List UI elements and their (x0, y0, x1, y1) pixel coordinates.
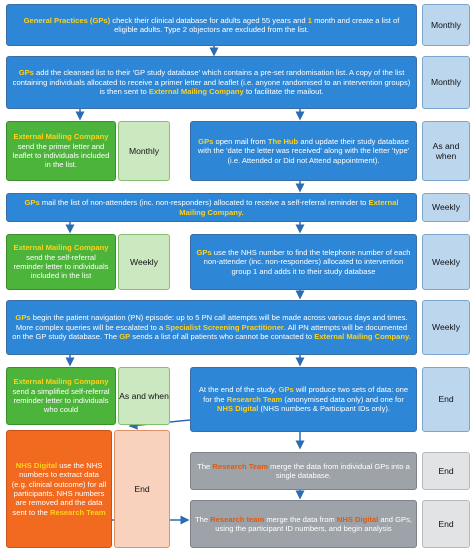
step-research-merge-gp-data: The Research Team merge the data from in… (190, 452, 417, 490)
frequency-step-8-right: End (422, 452, 470, 490)
frequency-step-7-left: As and when (118, 367, 170, 425)
frequency-step-5-right: Weekly (422, 234, 470, 290)
frequency-step-6: Weekly (422, 300, 470, 355)
step-gp-open-mail: GPs open mail from The Hub and update th… (190, 121, 417, 181)
frequency-step-7-right: End (422, 367, 470, 432)
frequency-step-9-right: End (422, 500, 470, 548)
step-research-merge-nhs-data: The Research team merge the data from NH… (190, 500, 417, 548)
step-gp-patient-navigation: GPs begin the patient navigation (PN) ep… (6, 300, 417, 355)
step-gp-check-database: General Practices (GPs) check their clin… (6, 4, 417, 46)
step-gp-mail-non-attenders: GPs mail the list of non-attenders (inc.… (6, 193, 417, 222)
step-nhs-digital-extract: NHS Digital use the NHS numbers to extra… (6, 430, 112, 548)
step-mailing-simplified-reminder: External Mailing Company send a simplifi… (6, 367, 116, 425)
step-gp-add-list: GPs add the cleansed list to their 'GP s… (6, 56, 417, 109)
frequency-step-2: Monthly (422, 56, 470, 109)
step-gp-produce-datasets: At the end of the study, GPs will produc… (190, 367, 417, 432)
frequency-step-3-left: Monthly (118, 121, 170, 181)
frequency-step-4: Weekly (422, 193, 470, 222)
frequency-step-1: Monthly (422, 4, 470, 46)
frequency-step-5-left: Weekly (118, 234, 170, 290)
step-mailing-send-reminder: External Mailing Company send the self-r… (6, 234, 116, 290)
step-mailing-send-primer: External Mailing Company send the primer… (6, 121, 116, 181)
frequency-step-3-right: As and when (422, 121, 470, 181)
step-gp-find-telephone: GPs use the NHS number to find the telep… (190, 234, 417, 290)
actor-gps: General Practices (GPs) (23, 15, 111, 25)
frequency-step-8-left: End (114, 430, 170, 548)
